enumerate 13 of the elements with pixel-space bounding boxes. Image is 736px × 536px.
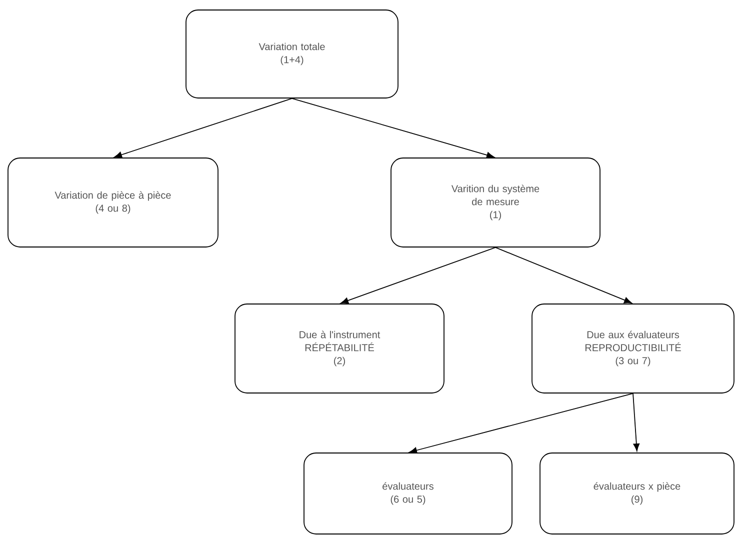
arrow xyxy=(114,98,292,158)
arrow xyxy=(292,98,494,158)
arrow xyxy=(340,247,496,304)
process-box: évaluateurs x pièce (9) xyxy=(540,452,734,534)
process-box: Varition du système de mesure (1) xyxy=(390,158,600,248)
process-box: évaluateurs (6 ou 5) xyxy=(304,452,512,534)
process-box: Due aux évaluateurs REPRODUCTIBILITÉ (3 ou 7) xyxy=(532,304,734,394)
arrow xyxy=(632,393,640,452)
process-box: Variation de pièce à pièce (4 ou 8) xyxy=(8,158,218,248)
process-box: Due à l'instrument RÉPÉTABILITÉ (2) xyxy=(234,304,444,394)
arrow xyxy=(495,247,632,304)
arrow xyxy=(409,393,634,454)
process-box: Variation totale (1+4) xyxy=(186,10,398,98)
